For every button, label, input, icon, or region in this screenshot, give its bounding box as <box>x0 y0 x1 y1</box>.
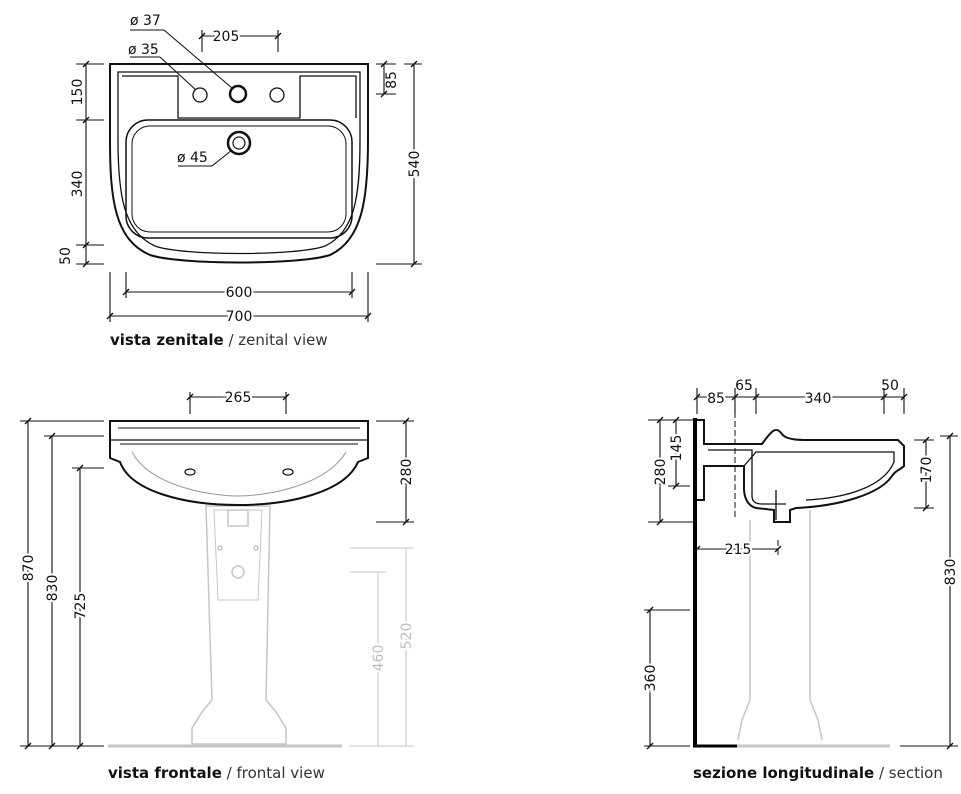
dim-830-section: 830 <box>943 559 959 586</box>
front-pedestal <box>108 505 342 748</box>
front-basin <box>109 420 369 507</box>
front-view-ticks <box>24 393 410 750</box>
front-ghost-dims <box>350 547 414 747</box>
dim-170: 170 <box>919 457 935 484</box>
caption-section-view-light: section <box>888 764 943 782</box>
front-view-dims <box>20 392 414 747</box>
dim-50-top: 50 <box>58 247 74 265</box>
caption-front-view-bold: vista frontale <box>108 764 222 782</box>
dim-725: 725 <box>73 593 89 620</box>
dim-85-top: 85 <box>384 71 400 89</box>
top-view <box>109 63 369 264</box>
dim-700: 700 <box>226 309 253 325</box>
basin-deck <box>122 75 357 119</box>
dim-360: 360 <box>643 665 659 692</box>
dim-150: 150 <box>70 79 86 106</box>
caption-front-view-light: frontal view <box>236 764 325 782</box>
dim-205: 205 <box>213 29 240 45</box>
dim-145: 145 <box>669 435 685 462</box>
basin-inner-outline <box>117 71 361 255</box>
section-dims <box>644 388 958 747</box>
dim-460: 460 <box>371 645 387 672</box>
caption-section-view: sezione longitudinale / section <box>693 764 943 782</box>
caption-section-view-sep: / <box>874 764 889 782</box>
caption-front-view: vista frontale / frontal view <box>108 764 325 782</box>
dim-d45: ø 45 <box>177 150 208 166</box>
dim-280-section: 280 <box>653 459 669 486</box>
dim-85-section: 85 <box>707 391 725 407</box>
caption-top-view-light: zenital view <box>238 331 328 349</box>
dim-50-section: 50 <box>881 378 899 394</box>
section-centerline <box>734 394 779 556</box>
top-view-ticks <box>82 32 418 320</box>
dim-600: 600 <box>226 285 253 301</box>
tap-hole-center <box>228 84 248 104</box>
caption-top-view-bold: vista zenitale <box>110 331 224 349</box>
dim-540: 540 <box>407 151 423 178</box>
tap-hole-left <box>192 87 208 103</box>
caption-top-view: vista zenitale / zenital view <box>110 331 328 349</box>
dim-d35: ø 35 <box>128 42 159 58</box>
dim-265: 265 <box>225 390 252 406</box>
dim-280-front: 280 <box>399 459 415 486</box>
section-basin <box>697 419 905 523</box>
dim-d37: ø 37 <box>130 13 161 29</box>
section-ticks <box>646 393 954 750</box>
section-wall <box>693 418 737 748</box>
dim-340-top: 340 <box>70 171 86 198</box>
dim-65: 65 <box>735 378 753 394</box>
dim-215: 215 <box>725 542 752 558</box>
tap-hole-right <box>269 87 285 103</box>
dim-520: 520 <box>399 623 415 650</box>
bowl-outline <box>125 119 353 239</box>
top-view-dims <box>76 29 422 322</box>
caption-top-view-sep: / <box>223 331 239 349</box>
caption-section-view-bold: sezione longitudinale <box>693 764 875 782</box>
bowl-inner <box>131 125 347 233</box>
dim-870: 870 <box>21 555 37 582</box>
caption-front-view-sep: / <box>221 764 237 782</box>
dim-340-section: 340 <box>805 391 832 407</box>
drain-hole <box>226 130 252 156</box>
basin-outer-outline <box>109 63 369 264</box>
section-pedestal <box>737 510 890 748</box>
dim-830-front: 830 <box>45 575 61 602</box>
